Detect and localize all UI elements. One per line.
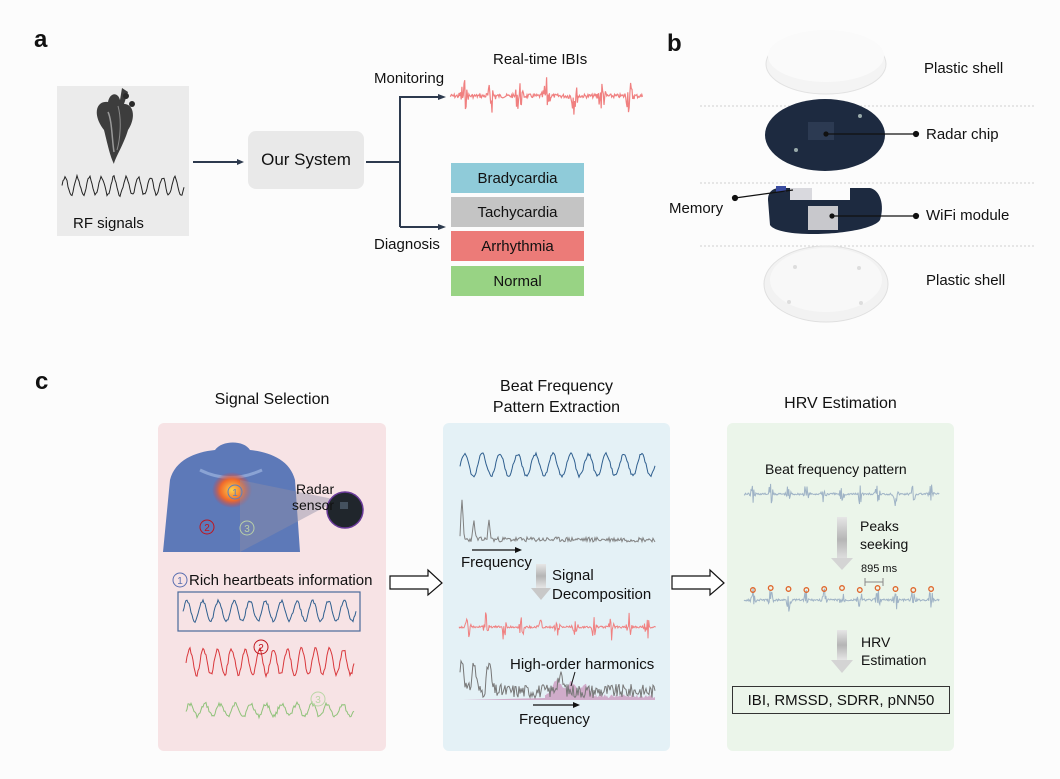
peak-marker [785, 586, 792, 592]
realtime-ibi-waveform [449, 77, 644, 115]
panel-c-label: c [35, 368, 49, 395]
rich-marker-circle [172, 572, 188, 588]
part-label-plastic-shell-bottom: Plastic shell [926, 272, 1006, 289]
wifi-module-pointer [829, 212, 920, 220]
hrv-estimation-line2: Estimation [861, 652, 927, 668]
peaks-seeking-line1: Peaks [860, 518, 899, 534]
diagnosis-normal: Normal [451, 266, 584, 296]
signal-2-marker-number: 2 [258, 643, 264, 654]
radar-label-line2: sensor [292, 497, 335, 513]
stage-title-signal-selection: Signal Selection [214, 391, 330, 408]
beat-frequency-pattern-waveform [743, 483, 940, 506]
signal-3-marker-number: 3 [315, 695, 321, 706]
monitoring-label: Monitoring [374, 70, 445, 87]
peak-marker [874, 585, 881, 591]
peak-marker [767, 585, 774, 591]
harmonics-pointer [570, 671, 576, 687]
wifi-memory-board [768, 186, 882, 235]
plastic-shell-bottom [763, 245, 889, 323]
hrv-arrow-shaft [837, 630, 847, 660]
peaks-seeking-line2: seeking [860, 536, 909, 552]
peak-marker [892, 586, 899, 592]
peak-marker [821, 586, 828, 592]
beat-pattern-waveform [458, 612, 656, 641]
frequency-label-1: Frequency [461, 554, 532, 571]
radar-label-line1: Radar [296, 481, 335, 497]
diagnosis-arrhythmia: Arrhythmia [451, 231, 584, 261]
hrv-estimation-line1: HRV [861, 634, 891, 650]
signal-3-marker [310, 691, 326, 707]
our-system-box: Our System [248, 131, 364, 189]
rf-signals-caption: RF signals [73, 215, 144, 232]
branch-arrows [400, 94, 446, 230]
rf-signal-waveform [61, 173, 185, 198]
part-label-wifi-module: WiFi module [926, 207, 1010, 224]
peak-marker [910, 587, 917, 593]
svg-text:2: 2 [204, 523, 210, 534]
detected-peaks [749, 585, 935, 593]
selected-signal-box [177, 591, 361, 632]
part-label-memory: Memory [669, 200, 724, 217]
panel-b-label: b [667, 30, 682, 57]
frequency-spectrum [459, 499, 656, 544]
stage-title-hrv-estimation: HRV Estimation [784, 395, 897, 412]
signal-1-waveform [182, 598, 357, 624]
frequency-label-2: Frequency [519, 711, 590, 728]
signal-2-waveform [185, 646, 355, 679]
diagnosis-label: Diagnosis [374, 236, 440, 253]
part-label-radar-chip: Radar chip [926, 126, 999, 143]
stage-title-extraction-line1: Beat Frequency [500, 378, 613, 395]
decomposition-label-line2: Decomposition [552, 586, 652, 603]
radar-sensor-icon [326, 491, 364, 529]
frequency-axis-arrow-1 [472, 547, 522, 553]
stage-title-extraction-line2: Pattern Extraction [492, 399, 621, 416]
interval-label: 895 ms [861, 563, 898, 575]
peak-marker [856, 587, 863, 593]
peak-marker [803, 587, 810, 593]
peaks-seeking-arrow-head [831, 558, 853, 570]
full-spectrum [459, 659, 656, 700]
peak-marker [839, 585, 845, 591]
panel-a-label: a [34, 26, 48, 53]
signal-3-waveform [185, 700, 355, 720]
part-label-plastic-shell-top: Plastic shell [924, 60, 1004, 77]
peak-marker [928, 586, 935, 592]
frequency-axis-arrow-2 [533, 702, 580, 708]
harmonics-spectrum [463, 678, 655, 700]
stage-arrow-1 [389, 568, 443, 597]
radar-beam [240, 480, 338, 552]
diagnosis-bradycardia: Bradycardia [451, 163, 584, 193]
hrv-arrow-head [831, 660, 853, 673]
marker-circles [199, 484, 255, 536]
decomposition-arrow-shaft [536, 564, 546, 588]
marker-numbers: 1 2 3 [204, 488, 250, 535]
decomposition-label-line1: Signal [552, 567, 594, 584]
plastic-shell-top [765, 30, 887, 95]
peak-marker [749, 587, 756, 593]
diagnosis-tachycardia: Tachycardia [451, 197, 584, 227]
raw-signal-waveform [459, 451, 656, 479]
human-torso-illustration [163, 442, 300, 552]
interval-marker [864, 578, 884, 586]
heart-icon [96, 88, 135, 164]
beat-frequency-pattern-label: Beat frequency pattern [765, 461, 907, 477]
memory-pointer [731, 189, 794, 202]
stage-arrow-2 [671, 568, 725, 597]
radar-chip-pointer [823, 130, 920, 138]
harmonics-label: High-order harmonics [510, 656, 655, 673]
realtime-ibis-title: Real-time IBIs [493, 51, 588, 68]
svg-text:1: 1 [232, 488, 238, 499]
hrv-metrics-box: IBI, RMSSD, SDRR, pNN50 [732, 686, 950, 714]
rich-heartbeats-label: Rich heartbeats information [189, 572, 373, 589]
signal-2-marker [253, 639, 269, 655]
svg-text:3: 3 [244, 524, 250, 535]
peaks-waveform [743, 588, 940, 612]
rich-marker-number: 1 [177, 576, 183, 587]
peaks-seeking-arrow-shaft [837, 517, 847, 562]
flow-arrows [193, 96, 401, 227]
decomposition-arrow-head [531, 588, 551, 600]
